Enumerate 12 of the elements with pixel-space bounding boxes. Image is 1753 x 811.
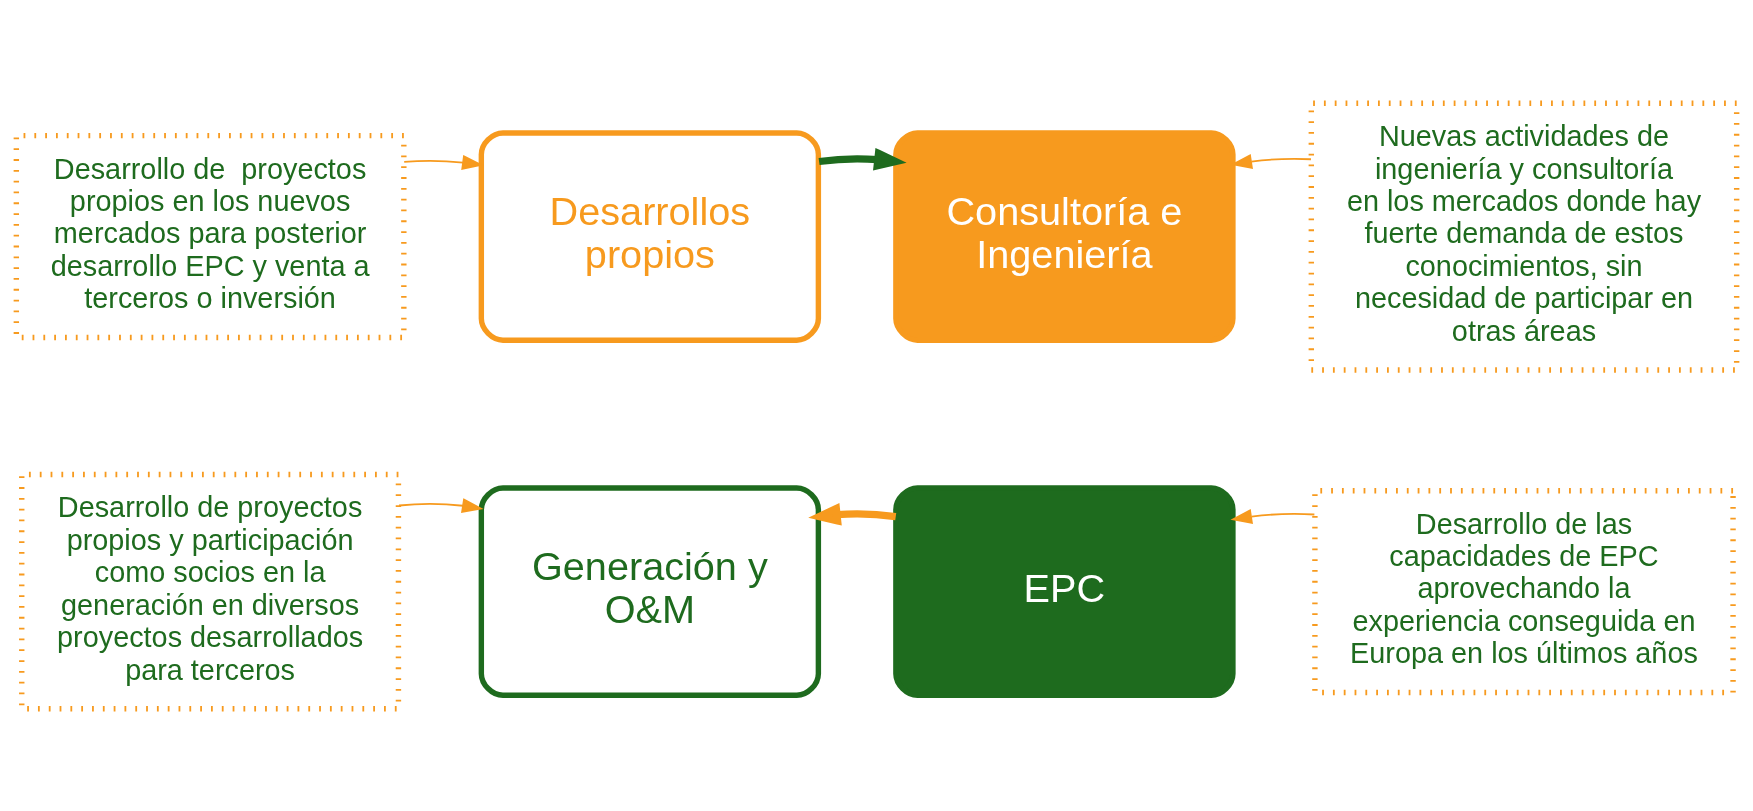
- node-box: Nuevas actividades de ingeniería y consultoría en los mercados donde hay fuerte demanda de estos conocimientos, sin necesidad de participar en otras áreas: [1308, 100, 1740, 373]
- arrow: [398, 497, 484, 513]
- node-box: Desarrollos propios: [478, 129, 822, 343]
- node-box: Consultoría e Ingeniería: [893, 129, 1236, 343]
- node-box: Desarrollo de proyectos propios en los nuevos mercados para posterior desarrollo EPC y venta a terceros o inversión: [13, 132, 407, 340]
- node-box: Generación y O&M: [478, 484, 822, 698]
- arrow: [808, 502, 897, 526]
- arrow: [818, 147, 907, 171]
- node-box: Desarrollo de proyectos propios y participación como socios en la generación en diversos proyectos desarrollados para terceros: [19, 471, 402, 711]
- node-box: Desarrollo de las capacidades de EPC aprovechando la experiencia conseguida en Europa en los últimos años: [1312, 487, 1736, 695]
- node-box: EPC: [893, 484, 1236, 698]
- arrow: [1230, 508, 1316, 524]
